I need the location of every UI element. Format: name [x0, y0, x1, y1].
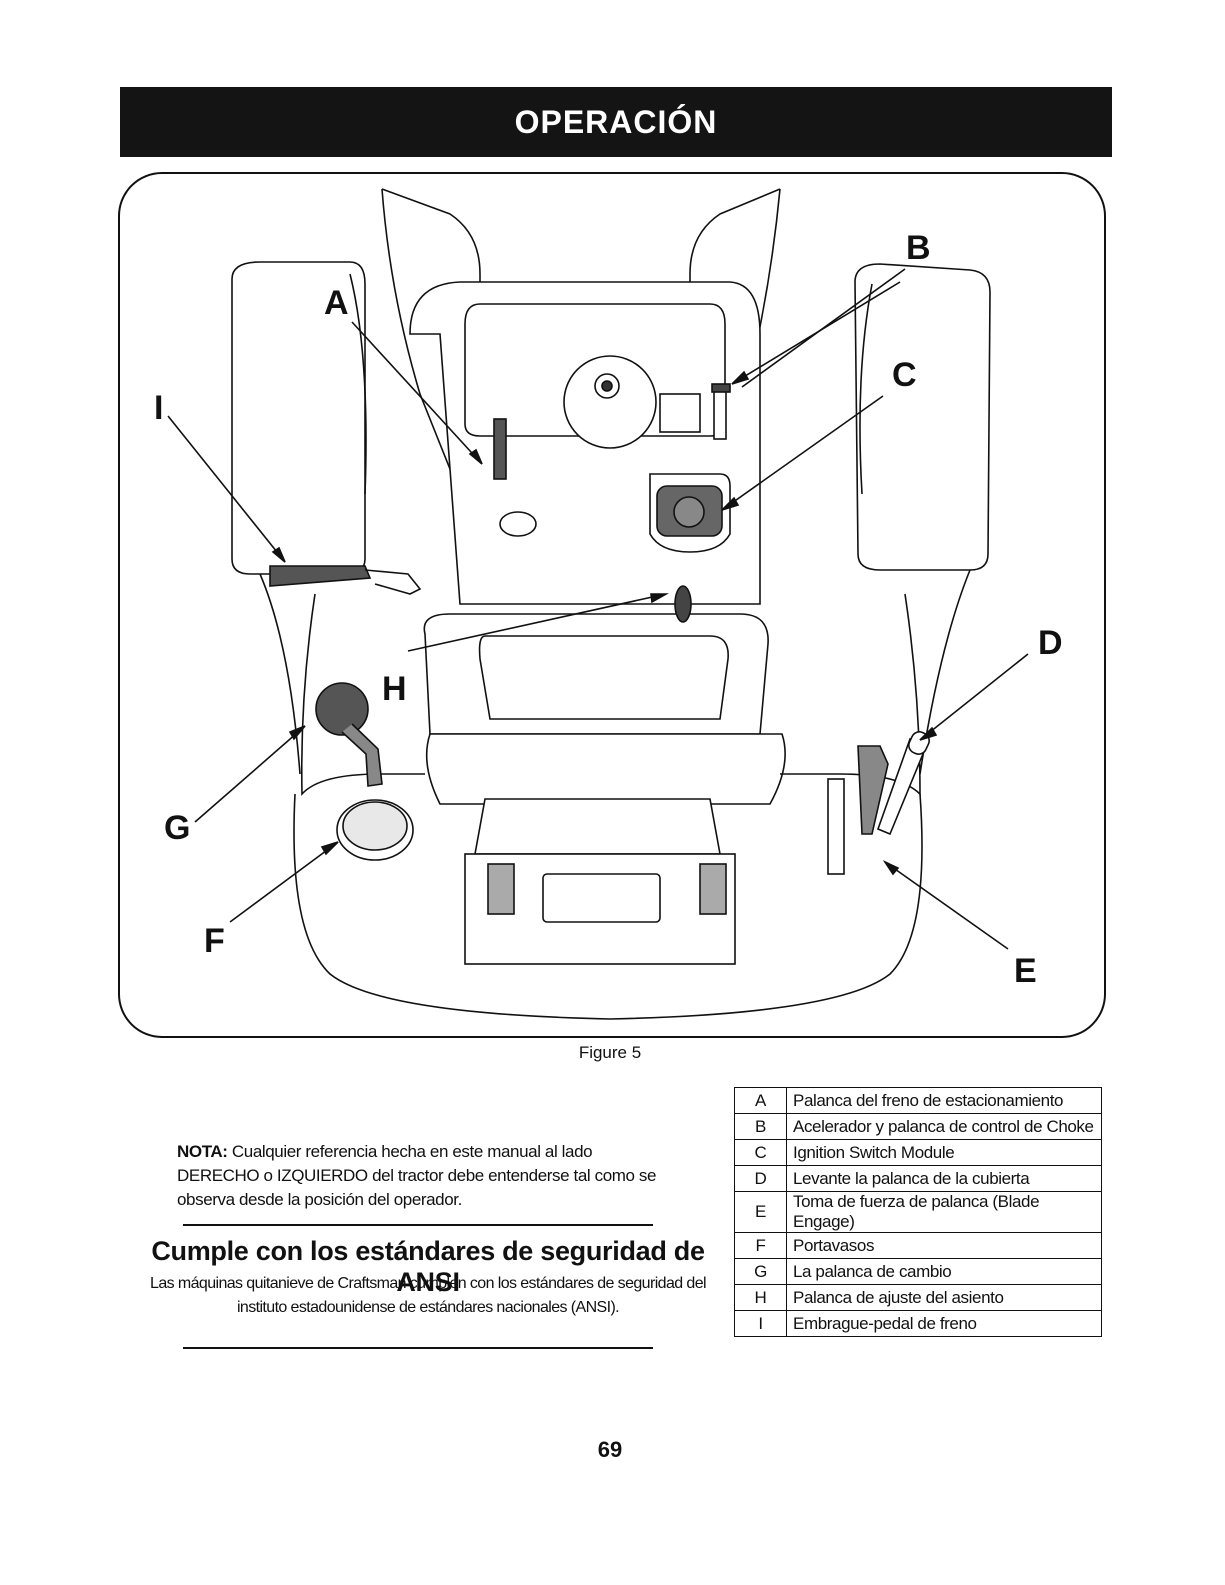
legend-label: Levante la palanca de la cubierta: [786, 1165, 1102, 1192]
table-row: H Palanca de ajuste del asiento: [734, 1284, 1102, 1311]
legend-label: Palanca del freno de estacionamiento: [786, 1087, 1102, 1114]
callout-h: H: [382, 670, 407, 708]
legend-key: F: [734, 1232, 787, 1259]
note-label: NOTA:: [177, 1142, 228, 1161]
callout-d: D: [1038, 624, 1063, 662]
legend-label: La palanca de cambio: [786, 1258, 1102, 1285]
legend-label: Toma de fuerza de palanca (Blade Engage): [786, 1191, 1102, 1233]
legend-key: I: [734, 1310, 787, 1337]
divider-top: [183, 1224, 653, 1226]
legend-key: G: [734, 1258, 787, 1285]
table-row: F Portavasos: [734, 1232, 1102, 1259]
table-row: C Ignition Switch Module: [734, 1139, 1102, 1166]
legend-table: A Palanca del freno de estacionamiento B…: [734, 1087, 1102, 1337]
legend-label: Portavasos: [786, 1232, 1102, 1259]
legend-key: A: [734, 1087, 787, 1114]
note-paragraph: NOTA: Cualquier referencia hecha en este…: [177, 1140, 677, 1212]
legend-key: E: [734, 1191, 787, 1233]
table-row: B Acelerador y palanca de control de Cho…: [734, 1113, 1102, 1140]
section-header: OPERACIÓN: [120, 87, 1112, 157]
legend-key: C: [734, 1139, 787, 1166]
section-title: OPERACIÓN: [514, 103, 718, 140]
callout-c: C: [892, 356, 917, 394]
legend-label: Palanca de ajuste del asiento: [786, 1284, 1102, 1311]
legend-label: Acelerador y palanca de control de Choke: [786, 1113, 1102, 1140]
callout-f: F: [204, 922, 225, 960]
callout-a: A: [324, 284, 349, 322]
callout-i: I: [154, 389, 164, 427]
legend-key: H: [734, 1284, 787, 1311]
callout-b: B: [906, 229, 931, 267]
ansi-heading: Cumple con los estándares de seguridad d…: [151, 1236, 705, 1297]
legend-label: Ignition Switch Module: [786, 1139, 1102, 1166]
table-row: I Embrague-pedal de freno: [734, 1310, 1102, 1337]
table-row: E Toma de fuerza de palanca (Blade Engag…: [734, 1191, 1102, 1233]
table-row: A Palanca del freno de estacionamiento: [734, 1087, 1102, 1114]
callout-e: E: [1014, 952, 1037, 990]
table-row: G La palanca de cambio: [734, 1258, 1102, 1285]
ansi-paragraph: Las máquinas quitanieve de Craftsman cum…: [150, 1275, 707, 1316]
legend-key: B: [734, 1113, 787, 1140]
note-text: Cualquier referencia hecha en este manua…: [177, 1142, 657, 1209]
legend-key: D: [734, 1165, 787, 1192]
page-number: 69: [597, 1437, 623, 1462]
callout-g: G: [164, 809, 191, 847]
figure-caption: Figure 5: [578, 1043, 642, 1062]
tractor-controls-figure: A B C D E F G H I: [118, 172, 1106, 1038]
tractor-illustration: [167, 188, 1029, 1020]
table-row: D Levante la palanca de la cubierta: [734, 1165, 1102, 1192]
divider-bottom: [183, 1347, 653, 1349]
legend-label: Embrague-pedal de freno: [786, 1310, 1102, 1337]
